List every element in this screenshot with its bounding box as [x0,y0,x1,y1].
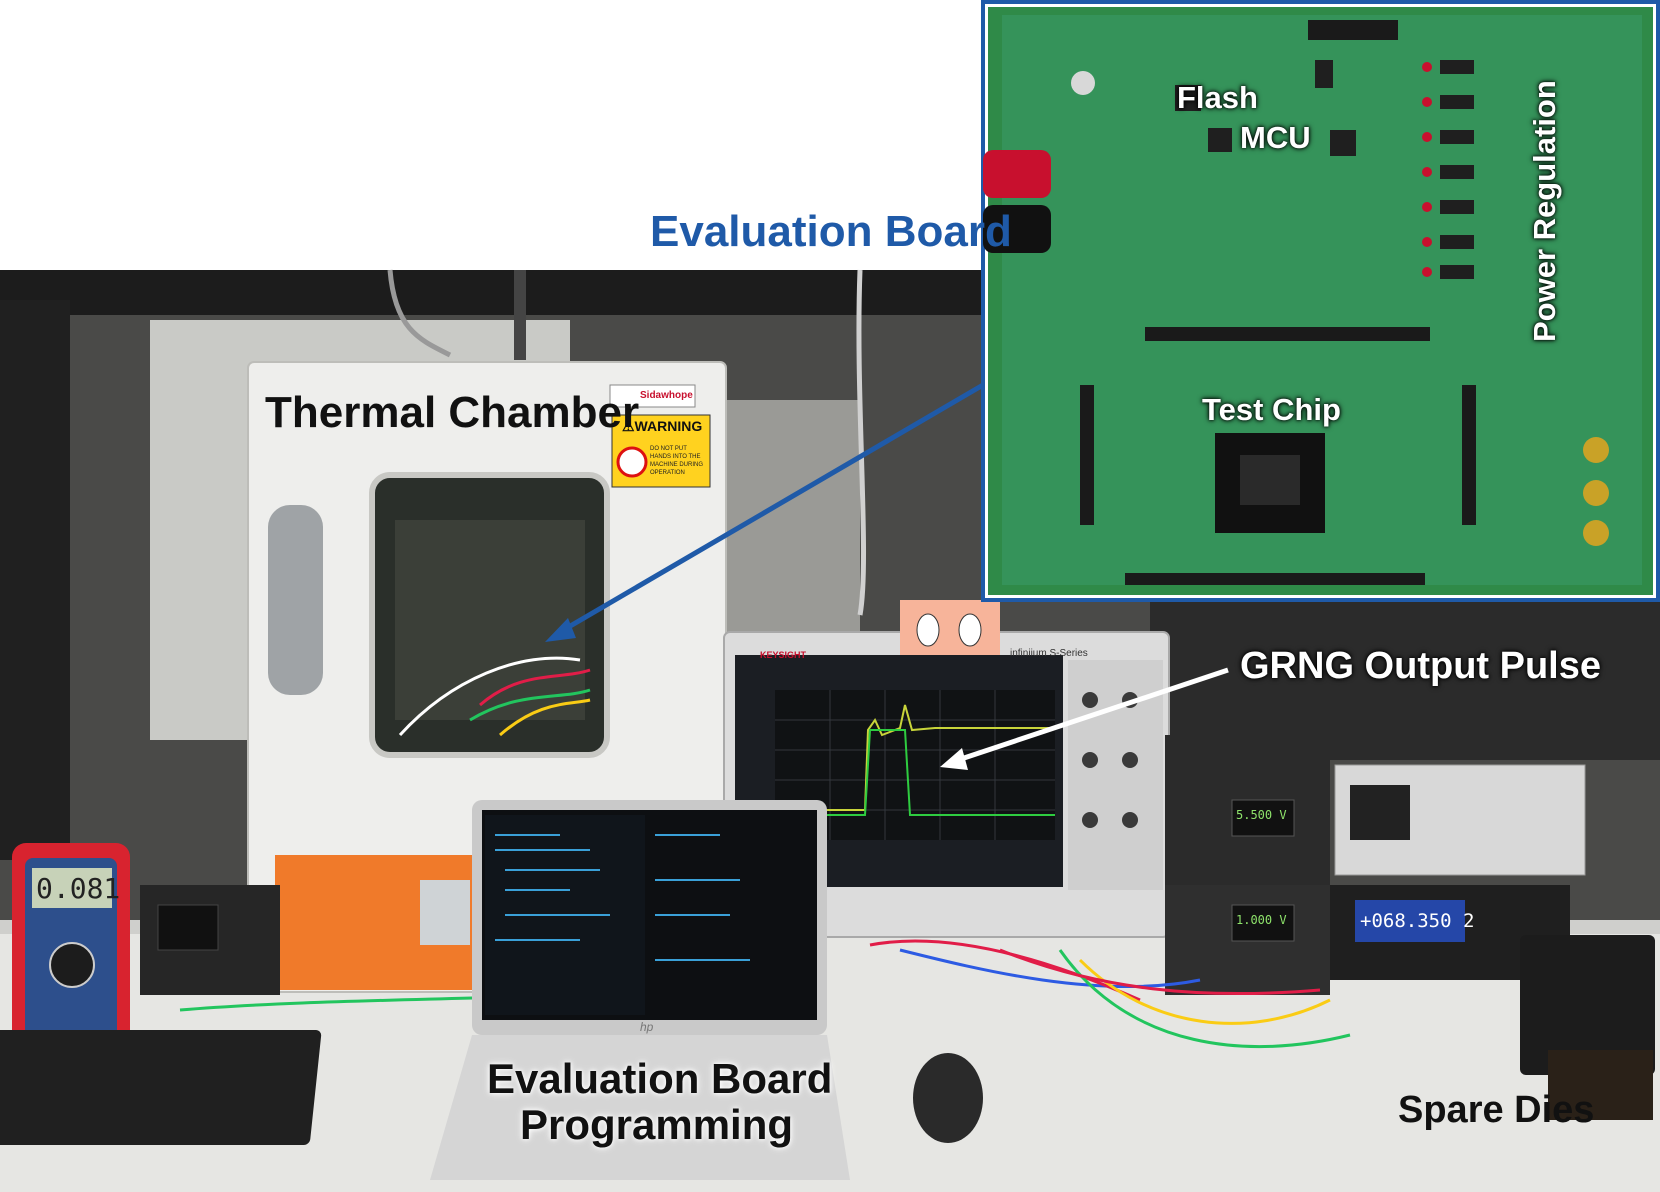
mcu-label: MCU [1240,120,1311,155]
oscilloscope-series: infiniium S-Series [1010,648,1088,659]
oscilloscope-brand: KEYSIGHT [760,650,807,660]
laptop-brand: hp [640,1020,654,1034]
multimeter-reading: 0.081 [36,872,121,905]
spare-dies-tray [1520,935,1655,1120]
test-chip-label: Test Chip [1202,392,1341,427]
left-post [0,300,70,860]
oscilloscope [723,600,1170,938]
evaluation-board-label: Evaluation Board [650,207,1012,256]
spare-dies-label: Spare Dies [1398,1089,1595,1131]
dmm-reading: +068.350 2 [1360,910,1475,932]
psu1-voltage: 5.500 V [1236,808,1287,822]
psu2-voltage: 1.000 V [1236,913,1287,927]
shelf-right [1150,580,1660,760]
eval-board-programming-label-2: Programming [520,1101,794,1148]
mouse [913,1053,983,1143]
board-pointer-arrow [545,382,985,642]
power-regulation-label: Power Regulation [1527,80,1562,342]
grng-output-pulse-label: GRNG Output Pulse [1240,645,1601,687]
keyboard [0,1030,322,1145]
chamber-brand: Sidawhope [640,390,693,401]
laptop [430,800,850,1180]
handheld-multimeter [12,843,130,1048]
flash-label: Flash [1177,80,1258,115]
evaluation-board-inset [981,0,1660,602]
grng-pointer-arrow [940,667,1229,770]
warning-title: ⚠WARNING [622,418,703,434]
eval-board-programming-label-1: Evaluation Board [487,1055,833,1102]
thermal-chamber-label: Thermal Chamber [265,388,640,437]
warning-body: DO NOT PUT HANDS INTO THE MACHINE DURING… [650,446,704,476]
bench-instruments [140,735,1586,995]
